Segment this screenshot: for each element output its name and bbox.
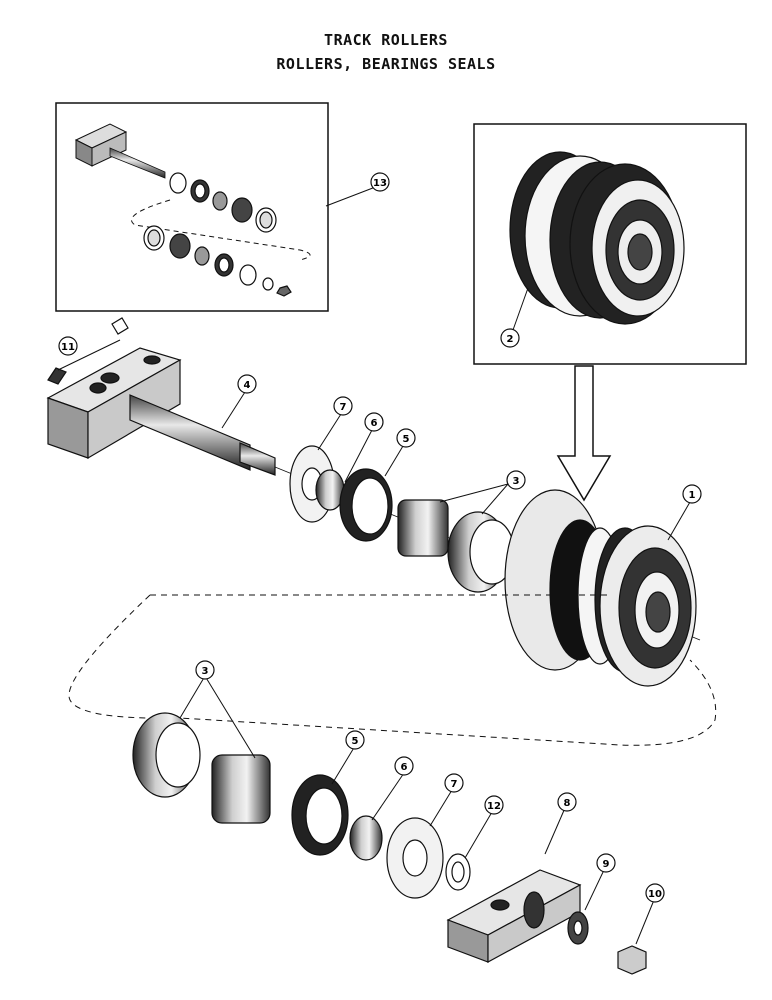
svg-text:7: 7 [451, 779, 458, 790]
callout-8: 8 [557, 792, 577, 812]
callout-4: 4 [237, 374, 257, 394]
callout-13: 13 [370, 172, 390, 192]
callout-10: 10 [645, 883, 665, 903]
shaft-block-assembly [46, 317, 701, 641]
track-roller [504, 489, 697, 687]
svg-text:5: 5 [403, 434, 410, 445]
svg-text:11: 11 [61, 342, 75, 353]
svg-text:3: 3 [202, 666, 209, 677]
callout-3-lower: 3 [195, 660, 215, 680]
seal-kit-inset [55, 102, 329, 312]
callout-1: 1 [682, 484, 702, 504]
callout-5-upper: 5 [396, 428, 416, 448]
svg-text:8: 8 [564, 798, 571, 809]
page-title: TRACK ROLLERS [324, 31, 448, 49]
svg-text:7: 7 [340, 402, 347, 413]
title-block: TRACK ROLLERS ROLLERS, BEARINGS SEALS [0, 28, 772, 76]
svg-text:5: 5 [352, 736, 359, 747]
svg-text:6: 6 [401, 762, 408, 773]
svg-text:3: 3 [513, 476, 520, 487]
callout-7-upper: 7 [333, 396, 353, 416]
callout-3-upper: 3 [506, 470, 526, 490]
upper-bearing-stack [289, 445, 515, 593]
roller-shell-inset [473, 123, 747, 502]
callout-12: 12 [484, 795, 504, 815]
part-callouts: 13 2 1 3 4 5 6 7 11 3 5 6 7 12 8 9 10 [58, 172, 702, 903]
svg-text:13: 13 [373, 178, 387, 189]
callout-11: 11 [58, 336, 78, 356]
svg-text:1: 1 [689, 490, 696, 501]
inset-lower-parts [143, 225, 292, 297]
inset-upper-parts [169, 172, 277, 233]
inset-shaft-block [74, 123, 166, 179]
page-subtitle: ROLLERS, BEARINGS SEALS [276, 55, 496, 73]
svg-text:4: 4 [244, 380, 251, 391]
callout-5-lower: 5 [345, 730, 365, 750]
svg-text:12: 12 [487, 801, 501, 812]
callout-6-lower: 6 [394, 756, 414, 776]
assembly-path [68, 594, 717, 746]
callout-7-lower: 7 [444, 773, 464, 793]
svg-text:10: 10 [648, 889, 662, 900]
lower-bearing-stack [132, 712, 647, 975]
callout-6-upper: 6 [364, 412, 384, 432]
callout-2: 2 [500, 328, 520, 348]
callout-9: 9 [596, 853, 616, 873]
svg-text:9: 9 [603, 859, 610, 870]
svg-text:6: 6 [371, 418, 378, 429]
svg-text:2: 2 [507, 334, 514, 345]
leader-lines [57, 185, 691, 945]
